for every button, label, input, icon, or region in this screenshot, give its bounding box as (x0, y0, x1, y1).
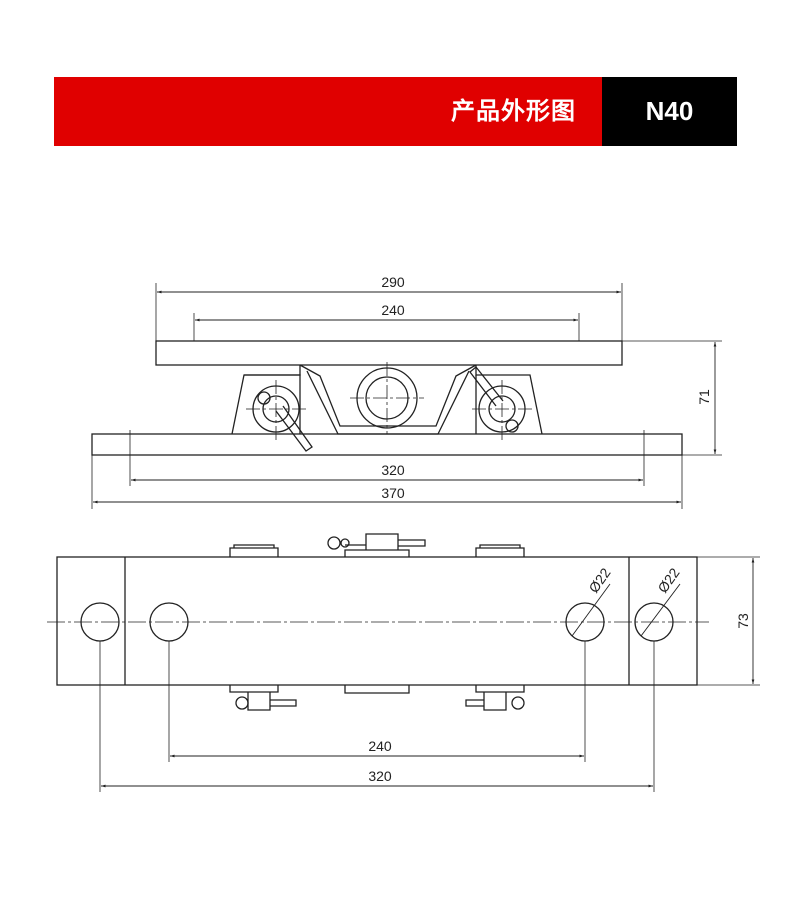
top-handle-knob (327, 536, 341, 550)
top-view (47, 533, 760, 792)
bottom-right-knob (511, 696, 525, 710)
bottom-tab-right (465, 685, 525, 711)
header-bar: 产品外形图 N40 (54, 77, 737, 146)
page-title: 产品外形图 (451, 98, 576, 125)
top-view-body (56, 556, 698, 686)
right-support (475, 365, 543, 435)
dim-text-73: 73 (735, 613, 751, 629)
top-plate (155, 340, 623, 366)
base-plate (91, 433, 683, 456)
left-pin-handle (275, 405, 313, 452)
side-view (91, 283, 722, 509)
dim-text-240-side: 240 (381, 302, 405, 318)
model-label: N40 (645, 96, 694, 126)
dim-text-290: 290 (381, 274, 405, 290)
dia-text-1: Ø22 (585, 565, 613, 596)
header-red-section: 产品外形图 (54, 77, 602, 146)
top-handle-assembly (344, 533, 426, 557)
top-tab-right (475, 544, 525, 557)
dia-leader-2 (640, 583, 681, 637)
dia-leader-1 (571, 583, 611, 637)
right-pin-handle (469, 366, 504, 407)
dim-text-320-top: 320 (368, 768, 392, 784)
center-v-block (299, 364, 477, 427)
bottom-tab-center (344, 685, 410, 694)
top-tab-left (229, 544, 279, 557)
dim-text-370: 370 (381, 485, 405, 501)
dim-text-320-side: 320 (381, 462, 405, 478)
dim-text-240-top: 240 (368, 738, 392, 754)
dia-text-2: Ø22 (654, 565, 682, 596)
dim-text-71: 71 (696, 389, 712, 405)
bottom-left-knob (235, 696, 249, 710)
header-black-section: N40 (602, 77, 737, 146)
